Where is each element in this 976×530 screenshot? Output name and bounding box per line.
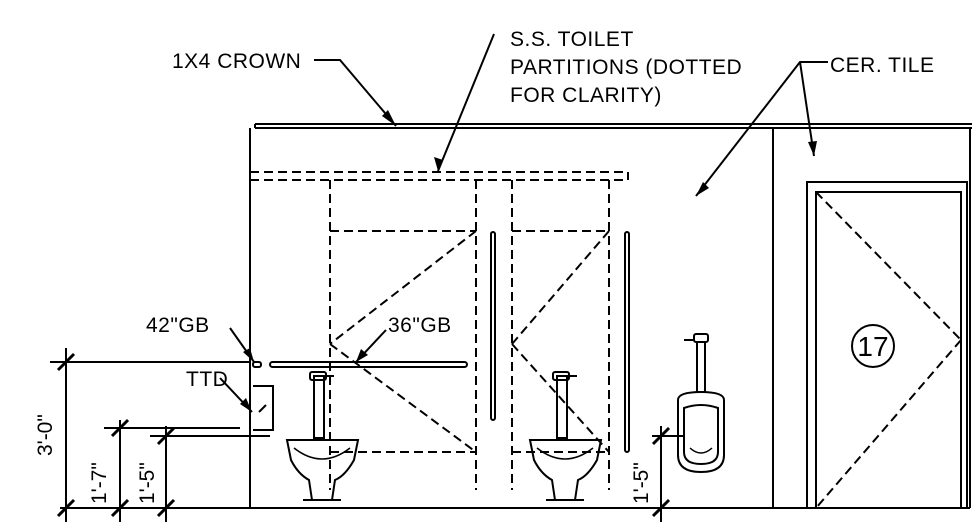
room-tag-number: 17 (857, 331, 888, 362)
partitions-label-line2: PARTITIONS (DOTTED (510, 56, 742, 79)
dimension-2-text: 1'-5" (136, 462, 159, 504)
tissue-dispenser-label: TTD (186, 368, 228, 391)
grab-bars (252, 361, 468, 368)
tile-label: CER. TILE (830, 54, 934, 77)
crown-label: 1X4 CROWN (172, 50, 301, 73)
toilet-1 (285, 371, 360, 501)
door (806, 181, 968, 509)
partitions-label-line3: FOR CLARITY) (510, 84, 662, 107)
crown-molding (254, 123, 972, 129)
leader-lines (219, 33, 828, 413)
dimension-2 (150, 426, 270, 522)
dimension-3-text: 1'-5" (630, 462, 653, 504)
urinal (677, 333, 725, 474)
toilet-2 (528, 371, 603, 501)
dimension-overall (50, 348, 250, 522)
room-tag: 17 (851, 324, 895, 368)
partition-pilasters (490, 231, 630, 453)
dimension-overall-text: 3'-0" (34, 414, 57, 456)
dimension-3 (651, 426, 684, 522)
toilet-partitions (250, 171, 629, 490)
grab-bar-42-label: 42"GB (146, 314, 210, 337)
partitions-label-line1: S.S. TOILET (510, 28, 634, 51)
grab-bar-36-label: 36"GB (388, 314, 452, 337)
tissue-dispenser (253, 385, 274, 431)
dimension-1-text: 1'-7" (88, 462, 111, 504)
